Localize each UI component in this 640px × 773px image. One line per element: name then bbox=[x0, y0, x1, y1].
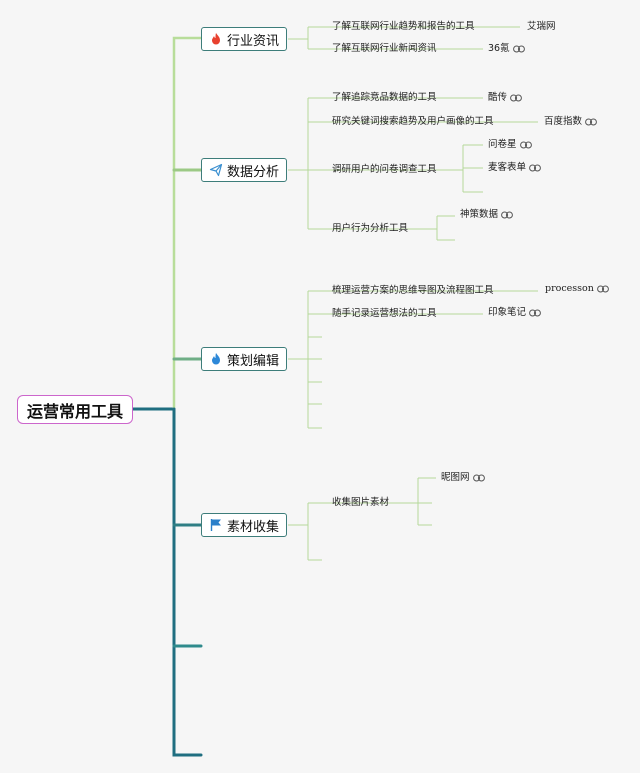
topic-user-behavior[interactable]: 用户行为分析工具 bbox=[332, 223, 409, 234]
link-icon[interactable] bbox=[501, 211, 513, 219]
topic-industry-trends[interactable]: 了解互联网行业趋势和报告的工具 bbox=[332, 21, 475, 32]
tool-baidu-index[interactable]: 百度指数 bbox=[544, 116, 597, 128]
trunk-lines bbox=[131, 36, 203, 757]
tool-label: 百度指数 bbox=[544, 116, 583, 127]
topic-mindmap-flowchart[interactable]: 梳理运营方案的思维导图及流程图工具 bbox=[332, 285, 494, 296]
tool-label: 问卷星 bbox=[488, 139, 517, 150]
category-node-industry[interactable]: 行业资讯 bbox=[201, 27, 287, 51]
category-label-data: 数据分析 bbox=[226, 164, 279, 180]
tool-label: 36氪 bbox=[488, 43, 510, 54]
category-label-plan: 策划编辑 bbox=[226, 353, 279, 369]
tool-evernote[interactable]: 印象笔记 bbox=[488, 307, 541, 319]
link-icon[interactable] bbox=[510, 94, 522, 102]
branch-data bbox=[288, 97, 538, 241]
link-icon[interactable] bbox=[512, 45, 525, 53]
branch-material bbox=[288, 477, 436, 561]
tool-label: 昵图网 bbox=[441, 472, 470, 483]
trunk-upper-light bbox=[172, 36, 203, 411]
branch-plan bbox=[288, 290, 538, 429]
category-label-industry: 行业资讯 bbox=[226, 33, 279, 49]
trunk-lower bbox=[172, 407, 203, 757]
tool-processon[interactable]: processon bbox=[545, 283, 609, 295]
tool-label: 酷传 bbox=[488, 92, 508, 103]
branch-industry bbox=[288, 26, 520, 50]
tool-label: 神策数据 bbox=[460, 209, 499, 220]
topic-ideas-notes[interactable]: 随手记录运营想法的工具 bbox=[332, 308, 437, 319]
tool-shence[interactable]: 神策数据 bbox=[460, 209, 513, 221]
link-icon[interactable] bbox=[596, 285, 609, 293]
tool-kuchuan[interactable]: 酷传 bbox=[488, 92, 522, 104]
topic-keyword-trends[interactable]: 研究关键词搜索趋势及用户画像的工具 bbox=[332, 116, 494, 127]
tool-wenjuanxing[interactable]: 问卷星 bbox=[488, 139, 532, 151]
link-icon[interactable] bbox=[472, 474, 485, 482]
tool-nipic[interactable]: 昵图网 bbox=[441, 472, 485, 484]
root-node[interactable]: 运营常用工具 bbox=[17, 395, 133, 424]
tool-label: 麦客表单 bbox=[488, 162, 527, 173]
category-node-data[interactable]: 数据分析 bbox=[201, 158, 287, 182]
flag-icon bbox=[209, 518, 223, 532]
category-node-plan[interactable]: 策划编辑 bbox=[201, 347, 287, 371]
tool-label: 印象笔记 bbox=[488, 307, 527, 318]
paper-plane-icon bbox=[209, 163, 223, 177]
tool-maike-form[interactable]: 麦客表单 bbox=[488, 162, 541, 174]
topic-survey[interactable]: 调研用户的问卷调查工具 bbox=[332, 164, 437, 175]
tool-label: 艾瑞网 bbox=[527, 21, 556, 32]
category-label-material: 素材收集 bbox=[226, 519, 279, 535]
fire-blue-icon bbox=[209, 352, 223, 366]
link-icon[interactable] bbox=[585, 118, 597, 126]
category-node-material[interactable]: 素材收集 bbox=[201, 513, 287, 537]
link-icon[interactable] bbox=[519, 141, 532, 149]
link-icon[interactable] bbox=[529, 309, 541, 317]
topic-image-materials[interactable]: 收集图片素材 bbox=[332, 497, 390, 508]
tool-label: processon bbox=[545, 283, 594, 294]
topic-industry-news[interactable]: 了解互联网行业新闻资讯 bbox=[332, 43, 437, 54]
fire-red-icon bbox=[209, 32, 223, 46]
topic-competitor-data[interactable]: 了解追踪竞品数据的工具 bbox=[332, 92, 437, 103]
tool-36kr[interactable]: 36氪 bbox=[488, 43, 525, 55]
tool-airui[interactable]: 艾瑞网 bbox=[527, 21, 556, 33]
root-label: 运营常用工具 bbox=[26, 401, 123, 421]
link-icon[interactable] bbox=[529, 164, 541, 172]
